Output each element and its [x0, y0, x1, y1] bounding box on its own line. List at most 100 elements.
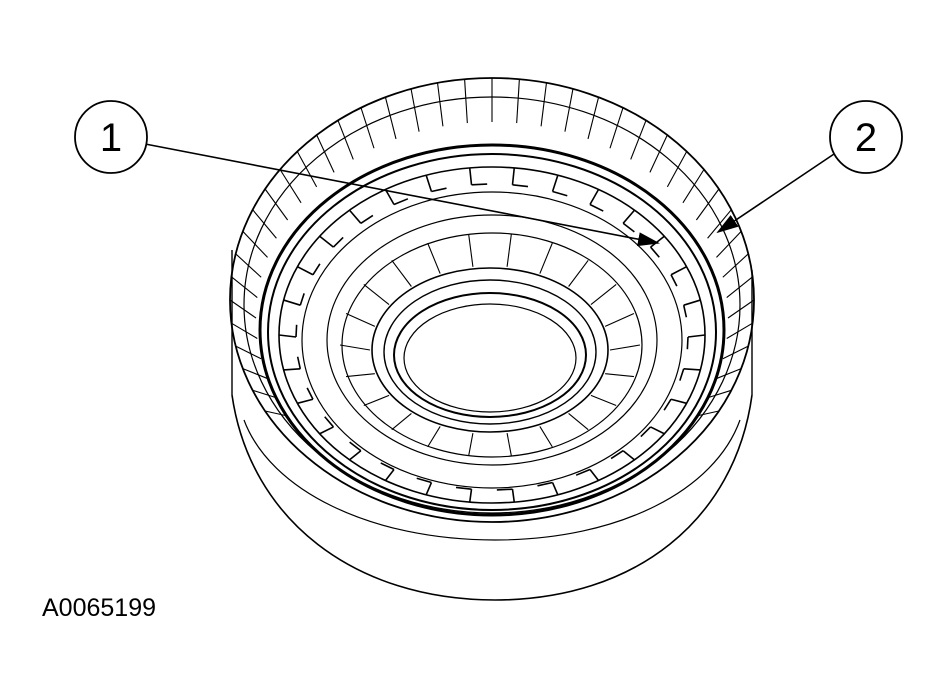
clutch-plate-tab [511, 489, 516, 503]
hub-slot [506, 234, 512, 267]
hub-slots [339, 234, 641, 456]
clutch-plate-tab [670, 265, 687, 276]
callout-2-leader [716, 149, 841, 234]
outer-spline-tooth [316, 134, 335, 173]
callout-2: 2 [829, 100, 903, 174]
outer-spline-tooth [337, 120, 354, 160]
hub-slot [345, 312, 376, 327]
outer-spline-tooth [436, 82, 444, 127]
callout-2-label: 2 [855, 116, 877, 160]
outer-spline-tooth [231, 276, 258, 298]
outer-spline-tooth [242, 368, 268, 380]
outer-spline-tooth [716, 231, 742, 258]
outer-spline-tooth [695, 188, 720, 221]
clutch-plate-tab [670, 398, 687, 405]
hub-slot [391, 413, 412, 431]
outer-spline-tooth [726, 322, 753, 339]
clutch-plate-tab [468, 489, 473, 503]
outer-spline-tooth [722, 253, 749, 278]
clutch-plate-tab [589, 189, 600, 205]
clutch-plate-tab [393, 198, 409, 206]
outer-spline-tooth [726, 276, 753, 298]
outer-spline-tooth [264, 188, 289, 221]
clutch-plate-tab [319, 426, 334, 435]
clutch-plate-tab [683, 368, 701, 371]
outer-spline-tooth [649, 134, 668, 173]
outer-spline-tooth [252, 389, 277, 399]
clutch-plate-tab [455, 486, 472, 490]
clutch-plate-tab [278, 334, 297, 338]
clutch-plate-tab [650, 426, 665, 435]
clutch-plate-tab [312, 263, 321, 276]
clutch-plate-tab [332, 236, 344, 248]
clutch-plate-tab [471, 183, 488, 186]
outer-spline-tooth [630, 120, 647, 160]
outer-spline-tooth [410, 88, 420, 132]
hub-slot [363, 284, 390, 306]
clutch-plate-tab [283, 299, 301, 306]
clutch-plate-tab [683, 299, 701, 306]
outer-spline-tooth [666, 151, 688, 188]
hub-slot [391, 260, 412, 287]
clutch-plate-tab [425, 174, 433, 192]
hub-slot [539, 242, 553, 274]
callout-1-leader [139, 142, 660, 247]
clutch-plate-tab [610, 450, 624, 460]
outer-spline-tooth [279, 169, 302, 204]
clutch-plate-tab [622, 450, 636, 461]
clutch-plate-tab [306, 387, 314, 400]
snap-ring [258, 143, 726, 517]
hub-slot [346, 373, 375, 378]
hub-slot [339, 344, 371, 351]
hub-slot [568, 413, 589, 431]
clutch-plate-tab [283, 368, 301, 371]
outer-spline-tooth [540, 82, 548, 127]
clutch-plate-tab [552, 190, 568, 197]
outer-spline-tooth [587, 97, 600, 140]
callout-leaders [139, 142, 841, 247]
clutch-plate-tab [295, 324, 298, 338]
clutch-plate-tab [589, 469, 600, 481]
clutch-plate-tab [575, 468, 591, 476]
clutch-plate-tab [297, 398, 314, 405]
outer-spline-tooth [229, 299, 257, 319]
hub-slot [568, 260, 589, 287]
clutch-plate-tab [348, 450, 362, 461]
outer-spline-tooth [235, 345, 262, 360]
outer-spline-tooth [727, 299, 755, 319]
callout-1-label: 1 [100, 116, 122, 160]
clutch-plate-tab [622, 209, 636, 224]
clutch-plate-tab [431, 187, 447, 193]
hub-slot [539, 426, 553, 448]
outer-spline-tooth [231, 322, 258, 339]
hub-slot [363, 394, 390, 407]
clutch-plate-tab [512, 184, 529, 188]
clutch-plate-tab [296, 356, 302, 369]
clutch-plate-tab [649, 246, 660, 258]
outer-spline-tooth [682, 169, 705, 204]
hub-slot [604, 312, 635, 327]
clutch-plate-tab [299, 293, 305, 306]
outer-spline-tooth [609, 107, 624, 149]
figure-id: A0065199 [42, 594, 156, 622]
clutch-plate-tab [551, 482, 559, 496]
clutch-plate-tab [297, 265, 314, 276]
clutch-plate-tab [686, 336, 689, 350]
outer-spline-tooth [516, 79, 520, 124]
hub-slot [609, 344, 641, 351]
inner-hub [326, 214, 658, 466]
outer-spline-tooth [696, 410, 720, 417]
clutch-plate-tab [380, 462, 395, 471]
drum-body [231, 250, 753, 601]
outer-spline-tooth [722, 345, 749, 360]
outer-spline-tooth [464, 79, 468, 124]
outer-spline-tooth [235, 253, 262, 278]
clutch-plate-tab [682, 305, 688, 318]
outer-spline-tooth [707, 209, 732, 239]
outer-spline-tooth [564, 88, 574, 132]
hub-slot [590, 284, 617, 306]
hub-slot [506, 433, 512, 456]
clutch-plate-tab [679, 368, 685, 381]
clutch-plate-tab [663, 398, 672, 411]
